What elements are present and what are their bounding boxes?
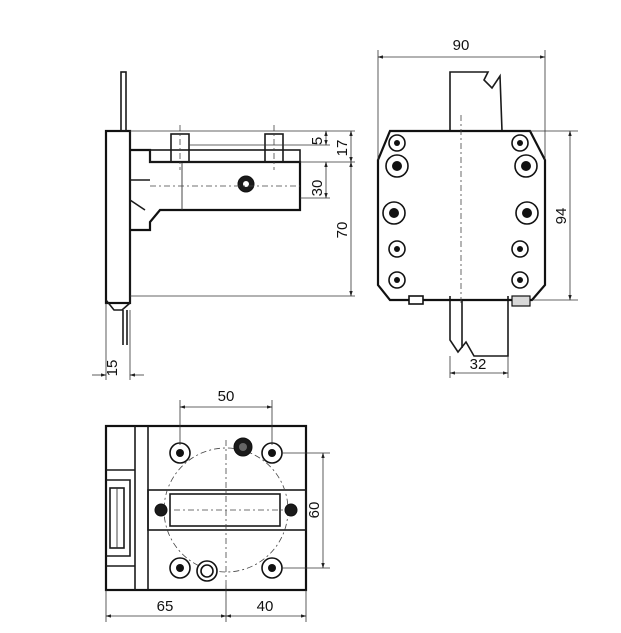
dim-label-94: 94: [553, 208, 570, 225]
plan-screw-icon: [154, 503, 168, 517]
dim-label-5: 5: [309, 137, 326, 145]
dim-label-70: 70: [334, 222, 351, 239]
dim-label-40: 40: [257, 598, 274, 615]
front-view: [376, 50, 578, 378]
dim-label-17: 17: [334, 140, 351, 157]
dim-label-32: 32: [470, 356, 487, 373]
plan-screw-icon: [284, 503, 298, 517]
dim-label-50: 50: [218, 388, 235, 405]
front-bolts: [382, 134, 539, 289]
dim-label-60: 60: [306, 502, 323, 519]
dim-label-65: 65: [157, 598, 174, 615]
side-view: [92, 71, 355, 380]
dim-label-15: 15: [104, 360, 121, 377]
dim-label-30: 30: [309, 180, 326, 197]
dim-label-90: 90: [453, 37, 470, 54]
plan-view: [104, 400, 330, 622]
